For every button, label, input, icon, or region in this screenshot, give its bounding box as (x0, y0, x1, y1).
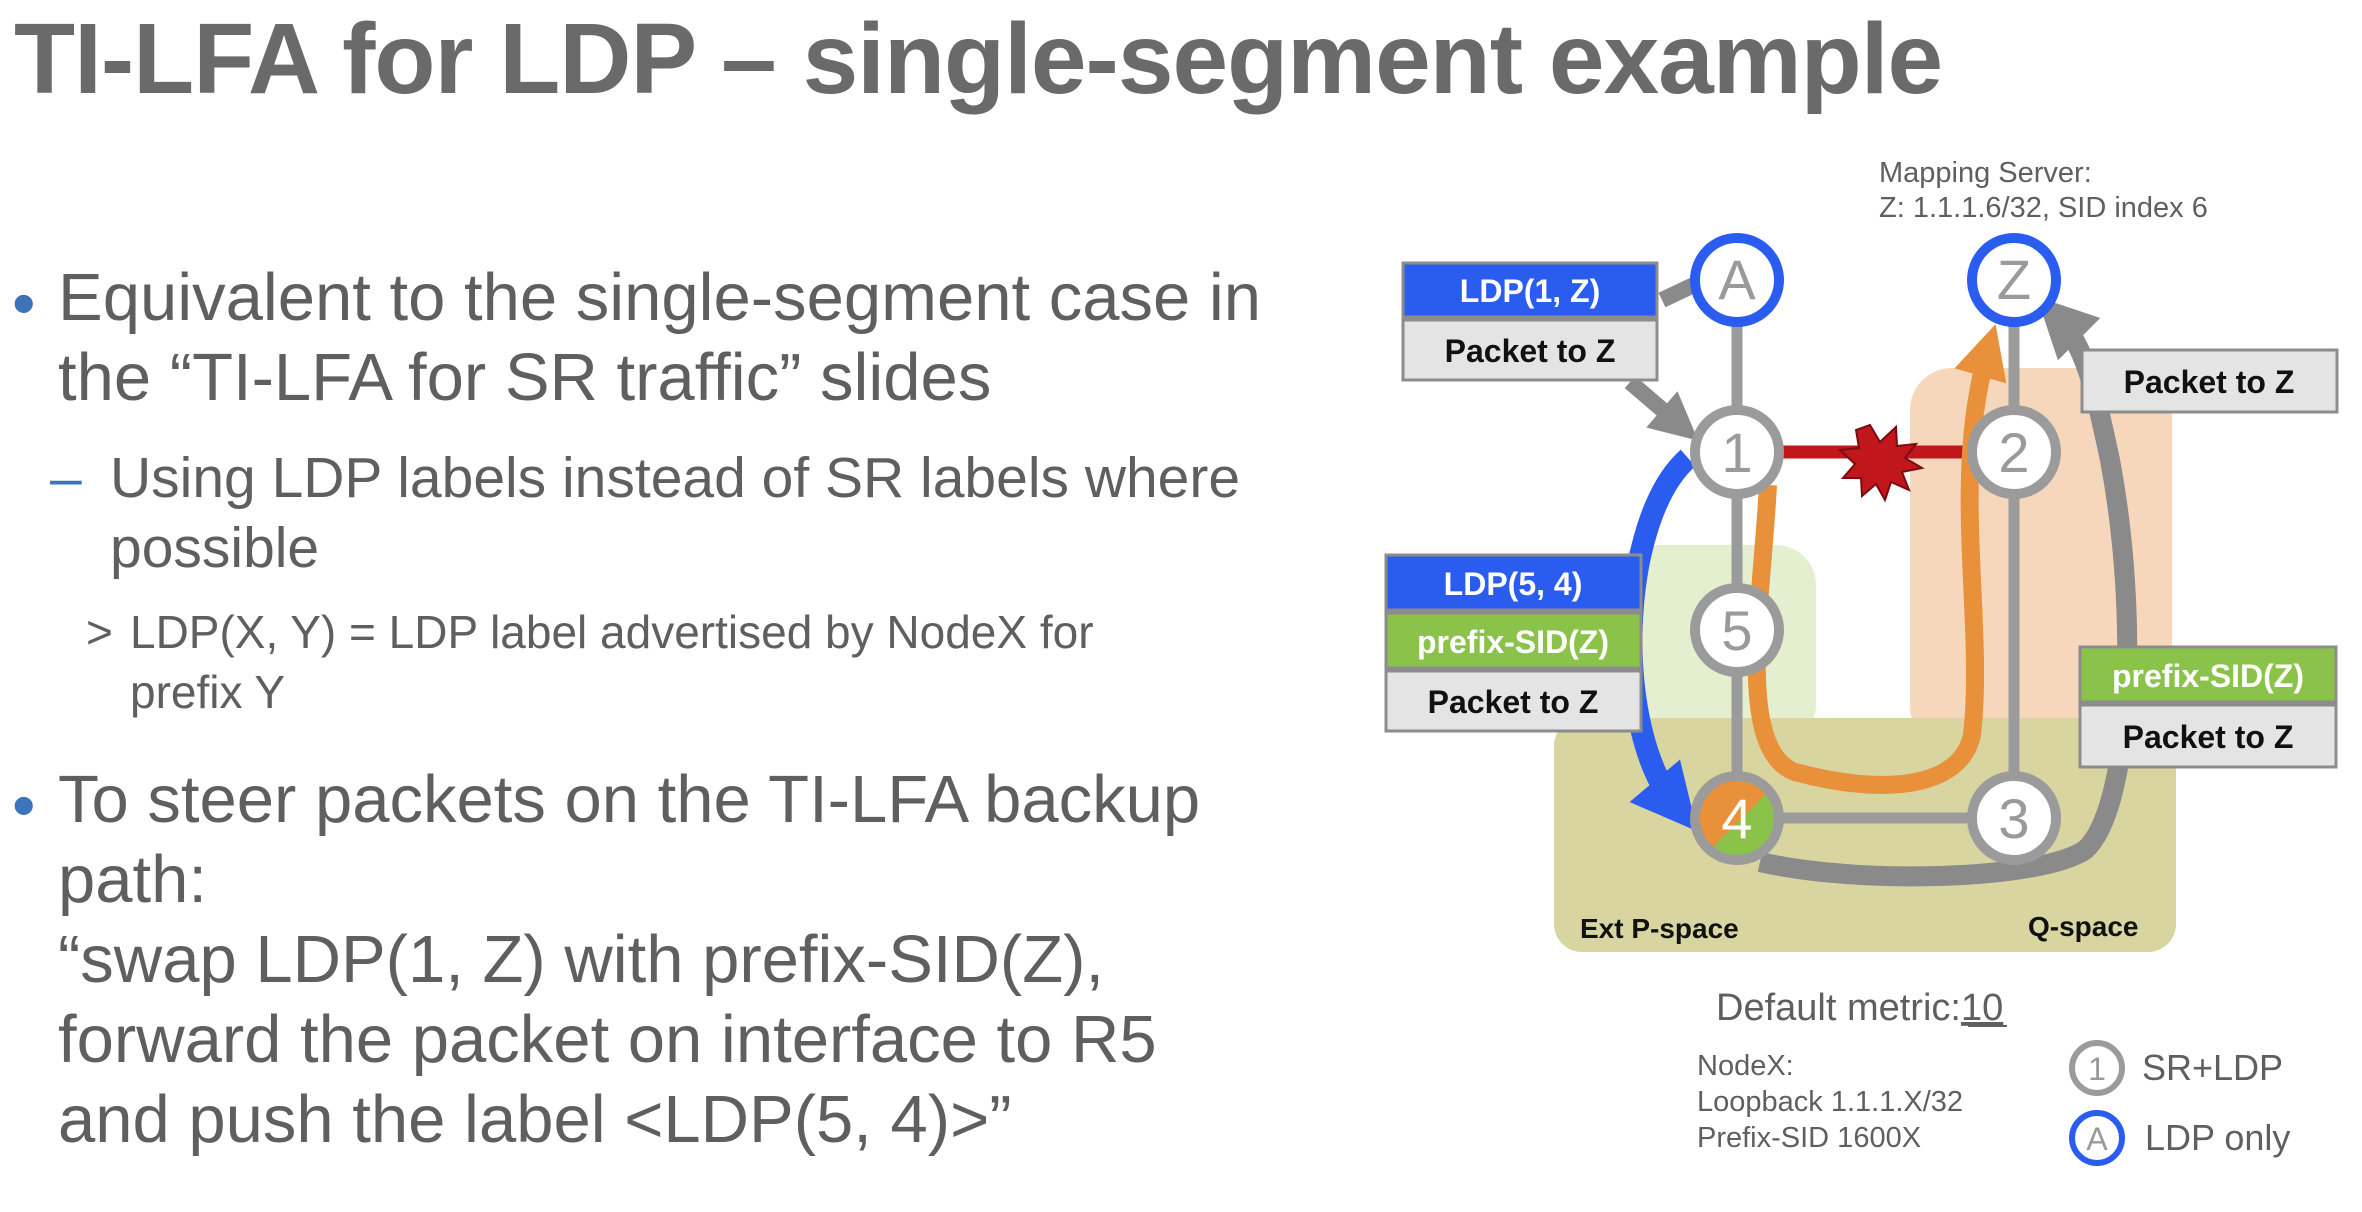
node-1: 1 (1690, 405, 1784, 499)
label-stack-4: prefix-SID(Z) Packet to Z (2078, 645, 2338, 769)
legend-ldp-only-label: LDP only (2145, 1117, 2290, 1158)
bullet-1-line-2: the “TI-LFA for SR traffic” slides (58, 340, 992, 415)
default-metric-value: 10 (1961, 987, 2003, 1029)
bullet-2-line-4: forward the packet on interface to R5 (58, 1002, 1157, 1077)
node-z: Z (1967, 233, 2061, 327)
default-metric-text: Default metric: (1716, 987, 1961, 1029)
stack-4-packet-label: Packet to Z (2123, 719, 2294, 755)
arrow-stack-to-1 (1624, 375, 1699, 441)
node-3-label: 3 (1998, 787, 2029, 850)
bullet-marker-2: • (12, 768, 36, 843)
node-2-label: 2 (1998, 421, 2029, 484)
node-1-label: 1 (1721, 421, 1752, 484)
subsub-bullet-line-1: LDP(X, Y) = LDP label advertised by Node… (130, 606, 1094, 658)
sub-bullet-line-1: Using LDP labels instead of SR labels wh… (110, 446, 1241, 510)
nodex-prefix-sid: Prefix-SID 1600X (1697, 1122, 1921, 1154)
nodex-title: NodeX: (1697, 1050, 1794, 1082)
node-2: 2 (1967, 405, 2061, 499)
bullet-2-line-5: and push the label <LDP(5, 4)>” (58, 1082, 1012, 1157)
bullet-1-line-1: Equivalent to the single-segment case in (58, 260, 1261, 335)
nodex-loopback: Loopback 1.1.1.X/32 (1697, 1086, 1963, 1118)
stack-1-packet-label: Packet to Z (1445, 333, 1616, 369)
node-a: A (1690, 233, 1784, 327)
bullet-2-line-3: “swap LDP(1, Z) with prefix-SID(Z), (58, 922, 1105, 997)
sub-bullet-dash: – (50, 446, 82, 510)
ext-p-space-label: Ext P-space (1580, 913, 1739, 944)
stack-4-prefix-sid-label: prefix-SID(Z) (2112, 658, 2304, 694)
stack-2-ldp-label: LDP(5, 4) (1444, 566, 1583, 602)
stack-3-packet-label: Packet to Z (2124, 364, 2295, 400)
default-metric-label: Default metric:10 (1716, 987, 2003, 1029)
stack-2-prefix-sid-label: prefix-SID(Z) (1417, 624, 1609, 660)
q-space-label: Q-space (2028, 911, 2139, 942)
sub-bullet-line-2: possible (110, 516, 320, 580)
label-stack-3: Packet to Z (2080, 348, 2339, 414)
bullet-2-line-2: path: (58, 842, 208, 917)
node-5: 5 (1690, 583, 1784, 677)
mapping-server-entry: Z: 1.1.1.6/32, SID index 6 (1879, 192, 2208, 224)
node-z-label: Z (1997, 248, 2031, 311)
bullet-marker-1: • (12, 266, 36, 341)
stack-1-ldp-label: LDP(1, Z) (1460, 273, 1600, 309)
node-a-label: A (1718, 248, 1756, 311)
subsub-bullet-line-2: prefix Y (130, 666, 286, 718)
failure-explosion-icon (1837, 423, 1925, 503)
label-stack-2: LDP(5, 4) prefix-SID(Z) Packet to Z (1384, 553, 1643, 733)
legend-ldp-only: A LDP only (2069, 1110, 2290, 1166)
stack-2-packet-label: Packet to Z (1428, 684, 1599, 720)
label-stack-1: LDP(1, Z) Packet to Z (1401, 261, 1659, 382)
node-4-label: 4 (1721, 787, 1752, 850)
node-3: 3 (1967, 771, 2061, 865)
mapping-server-title: Mapping Server: (1879, 157, 2092, 189)
legend-ldp-only-node: A (2086, 1121, 2108, 1157)
legend-sr-ldp-label: SR+LDP (2142, 1047, 2283, 1088)
legend-sr-ldp-node: 1 (2088, 1051, 2106, 1087)
node-5-label: 5 (1721, 599, 1752, 662)
subsub-bullet-marker: > (86, 606, 113, 658)
legend-sr-ldp: 1 SR+LDP (2069, 1040, 2283, 1096)
bullet-2-line-1: To steer packets on the TI-LFA backup (58, 762, 1201, 837)
node-4: 4 (1690, 771, 1784, 865)
slide-title: TI-LFA for LDP – single-segment example (14, 3, 1943, 115)
